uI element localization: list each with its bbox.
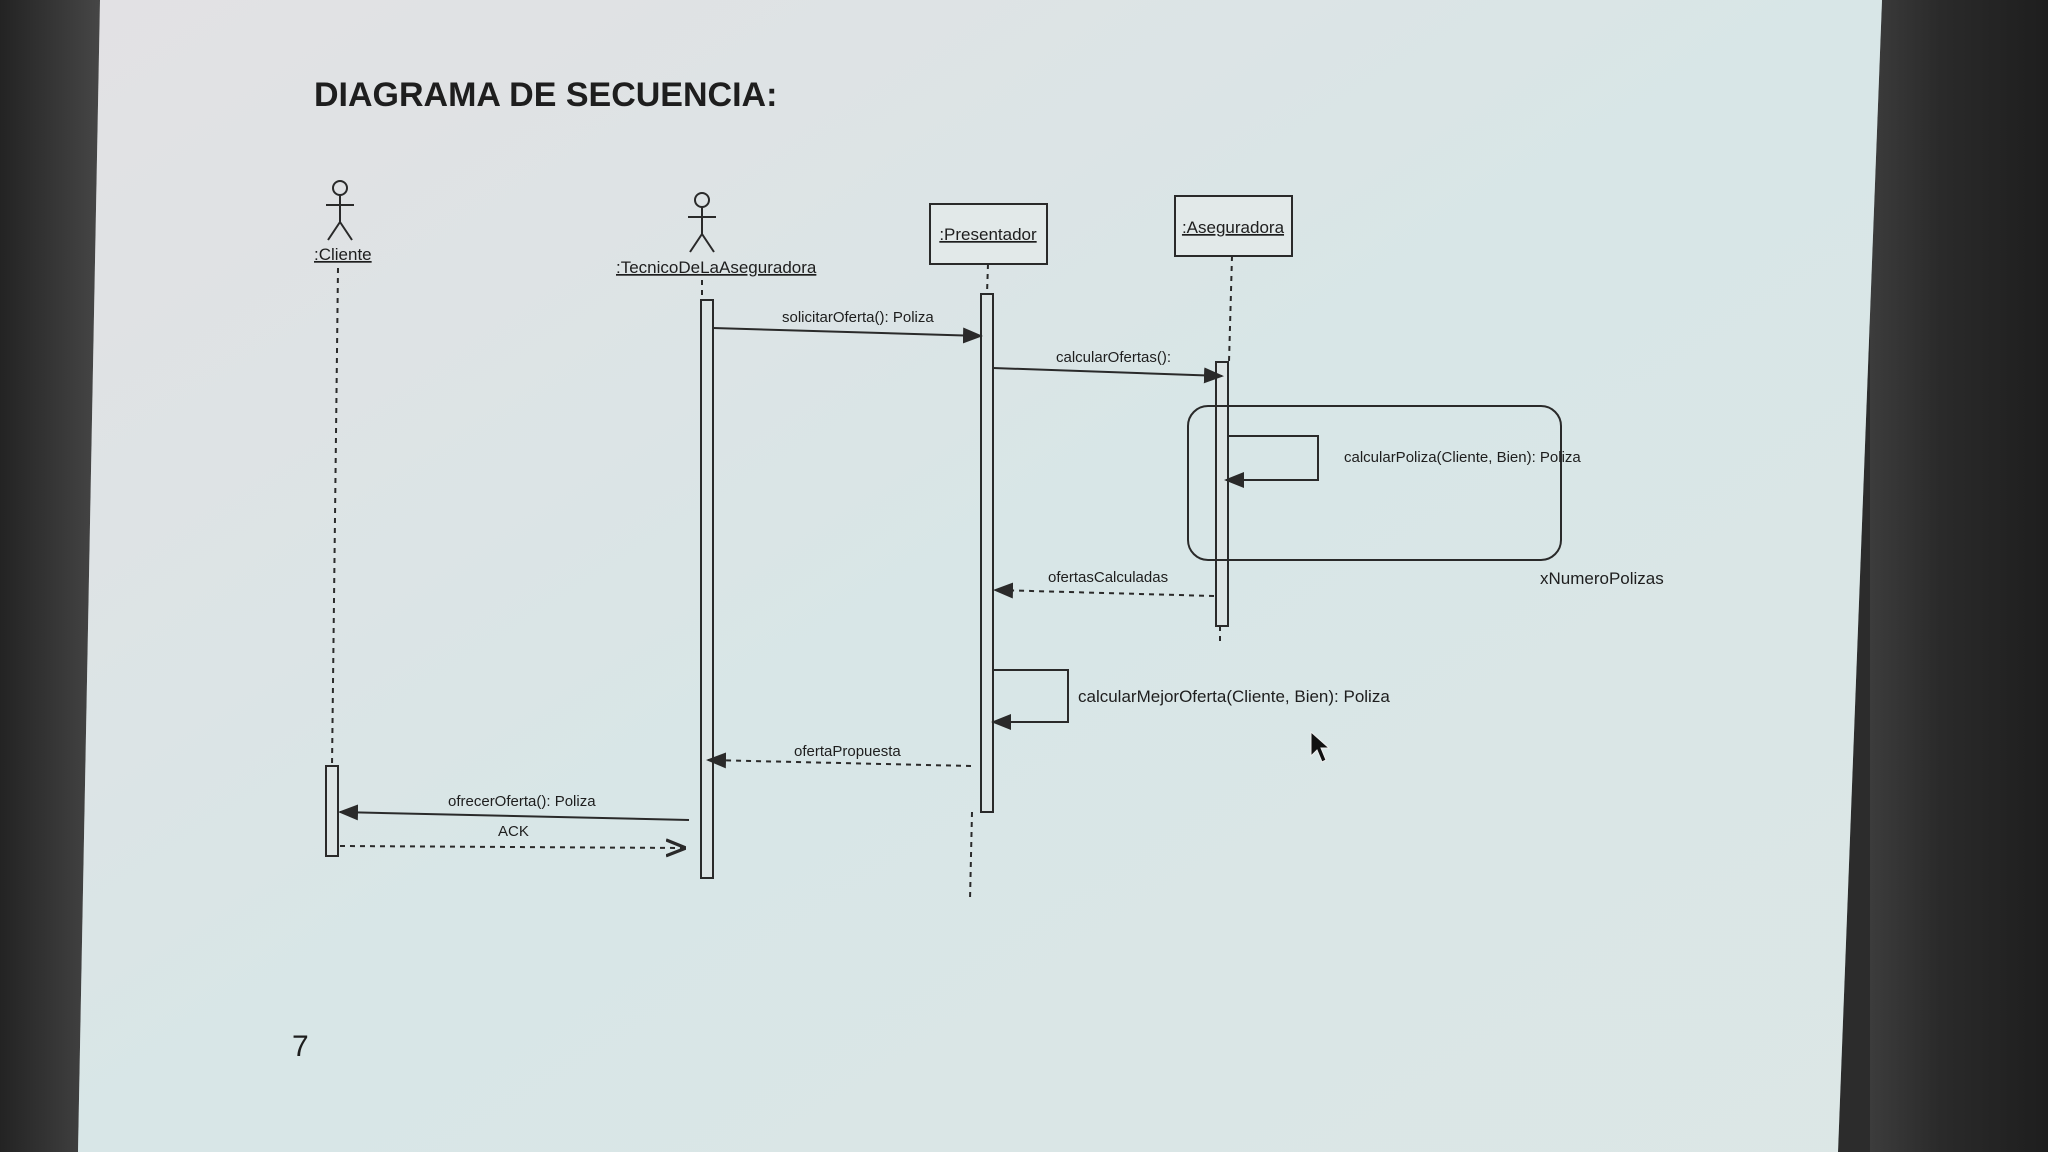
lifeline-label-cliente: :Cliente: [314, 245, 372, 264]
message-ofertas-calculadas-arrow: [993, 582, 1215, 599]
lifeline-label-tecnico: :TecnicoDeLaAseguradora: [616, 258, 817, 277]
message-mejor-oferta-arrow: [991, 669, 1069, 730]
message-calcular-ofertas-arrow: [992, 367, 1224, 384]
diagram-title: DIAGRAMA DE SECUENCIA:: [314, 76, 777, 114]
mouse-cursor-icon: [1310, 730, 1331, 763]
lifeline-box-presentador: [929, 203, 1048, 265]
lifeline-cliente: [331, 267, 339, 767]
lifeline-label-presentador: :Presentador: [939, 225, 1037, 244]
message-calcular-ofertas-label: calcularOfertas():: [1056, 349, 1171, 366]
message-mejor-oferta-label: calcularMejorOferta(Cliente, Bien): Poli…: [1078, 687, 1390, 706]
page-number: 7: [292, 1030, 309, 1063]
lifeline-aseguradora-top: [1228, 255, 1233, 363]
activation-tecnico: [700, 299, 714, 879]
message-oferta-propuesta-label: ofertaPropuesta: [794, 743, 901, 760]
actor-cliente-icon: [326, 180, 354, 241]
message-solicitar-arrow: [712, 327, 983, 344]
message-ack-arrow: [339, 846, 684, 848]
message-ofrecer-arrow: [338, 804, 690, 821]
message-calcular-poliza-label: calcularPoliza(Cliente, Bien): Poliza: [1344, 449, 1581, 466]
message-ofrecer-label: ofrecerOferta(): Poliza: [448, 793, 596, 810]
message-ack-label: ACK: [498, 823, 529, 840]
activation-aseguradora: [1215, 361, 1229, 627]
loop-label: xNumeroPolizas: [1540, 569, 1664, 588]
message-ofertas-calculadas-label: ofertasCalculadas: [1048, 569, 1168, 586]
lifeline-presentador-bottom: [969, 811, 973, 901]
message-oferta-propuesta-arrow: [706, 752, 972, 769]
loop-fragment: [1187, 405, 1562, 561]
background-right-edge: [1870, 0, 2048, 1152]
lifeline-label-aseguradora: :Aseguradora: [1182, 218, 1285, 237]
message-solicitar-label: solicitarOferta(): Poliza: [782, 309, 934, 326]
activation-presentador: [980, 293, 994, 813]
activation-cliente: [325, 765, 339, 857]
message-calcular-poliza-arrow: [1224, 435, 1319, 488]
lifeline-box-aseguradora: [1174, 195, 1293, 257]
actor-tecnico-icon: [688, 192, 716, 253]
